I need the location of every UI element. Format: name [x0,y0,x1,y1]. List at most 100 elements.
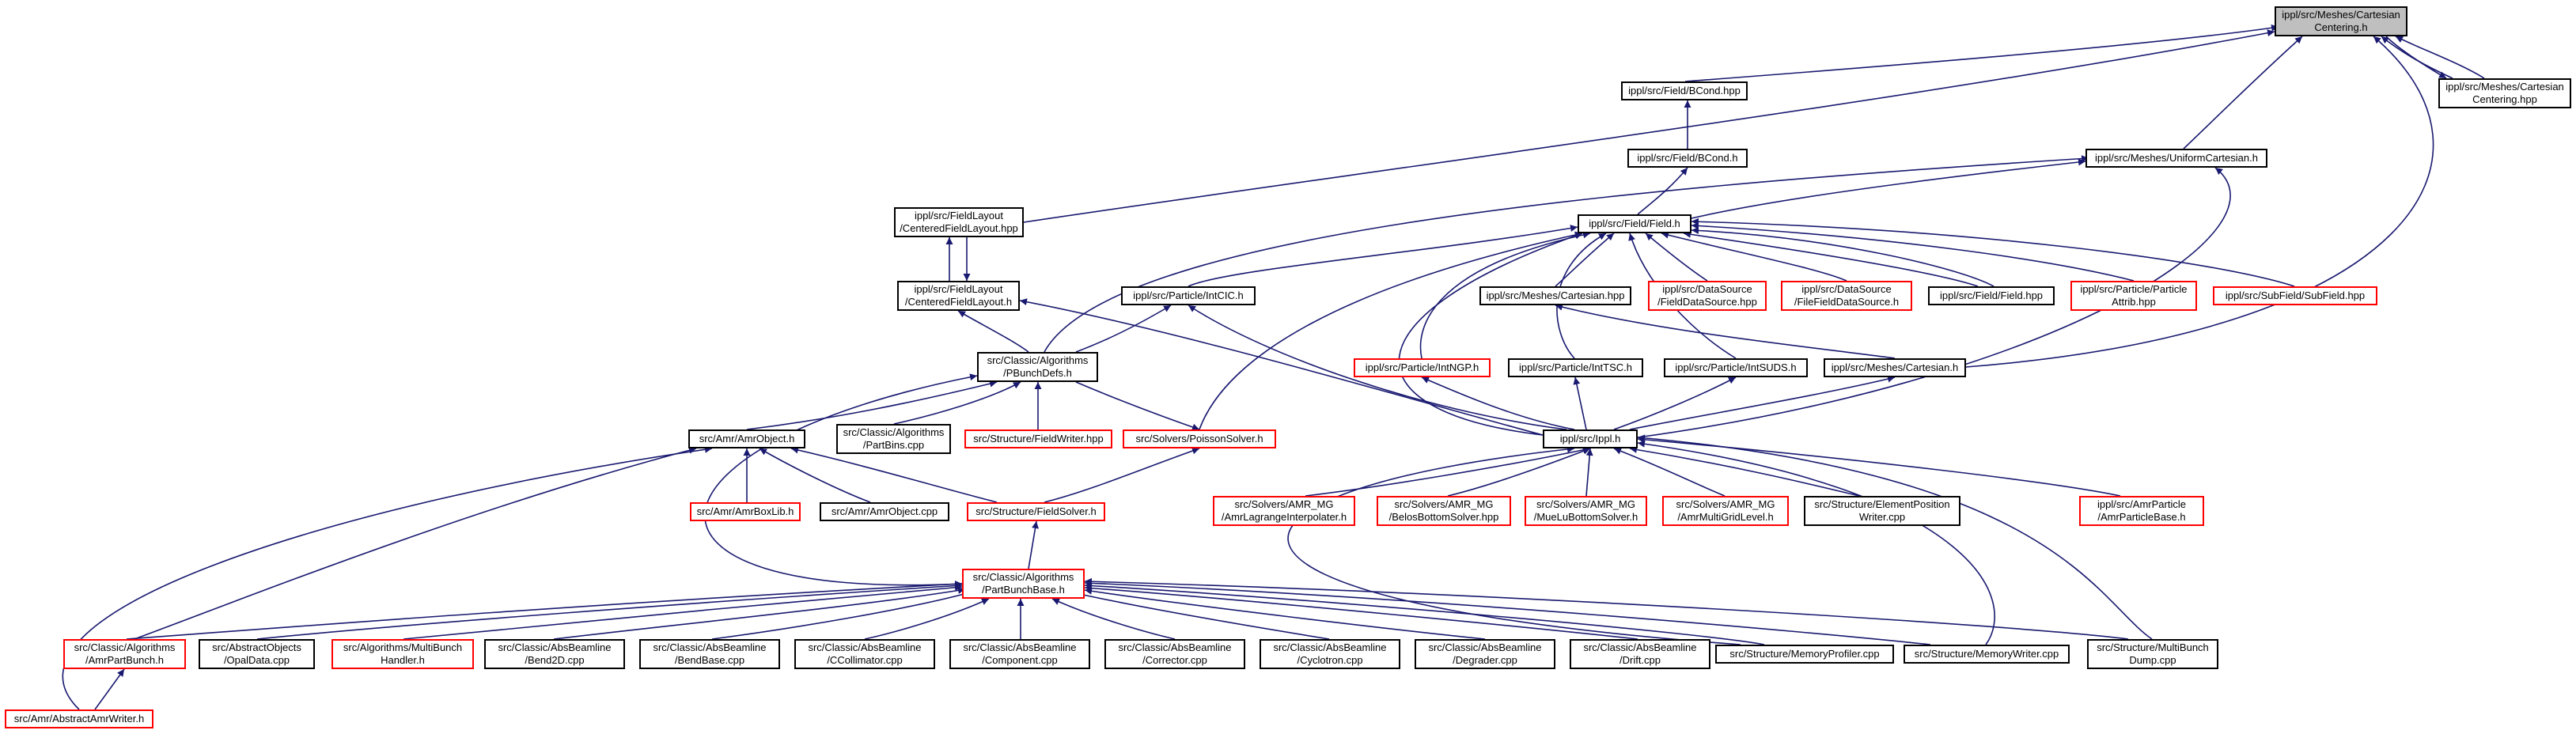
node-belosbottomsolver-hpp[interactable]: src/Solvers/AMR_MG/BelosBottomSolver.hpp [1377,496,1511,526]
node-centeredfieldlayout-hpp[interactable]: ippl/src/FieldLayout/CenteredFieldLayout… [894,207,1024,237]
node-intngp-h[interactable]: ippl/src/Particle/IntNGP.h [1354,358,1491,377]
node-label: src/Amr/AmrBoxLib.h [696,505,794,517]
node-degrader-cpp[interactable]: src/Classic/AbsBeamline/Degrader.cpp [1415,639,1555,669]
e-bend2d-pbb [553,587,966,640]
node-label: /FieldDataSource.hpp [1657,296,1757,308]
node-label: Writer.cpp [1858,511,1906,523]
node-intcic-h[interactable]: ippl/src/Particle/IntCIC.h [1121,286,1256,305]
e-cart-field [1555,233,1615,287]
node-label: Handler.h [381,654,425,666]
node-label: src/Classic/AbsBeamline [653,641,767,653]
e-amro-pbd [746,380,998,430]
node-ippl-h[interactable]: ippl/src/Ippl.h [1543,429,1638,448]
e-fsol-pois [1044,447,1200,503]
e-ippl-tsc [1573,376,1587,430]
node-corrector-cpp[interactable]: src/Classic/AbsBeamline/Corrector.cpp [1104,639,1245,669]
node-label: ippl/src/Meshes/Cartesian [2445,81,2564,93]
node-amrmultigridlevel-h[interactable]: src/Solvers/AMR_MG/AmrMultiGridLevel.h [1662,496,1789,526]
node-fieldsolver-h[interactable]: src/Structure/FieldSolver.h [967,502,1105,521]
e-ippl-field [1398,232,1583,436]
e-epw-ippl [1629,446,1860,497]
node-fielddatasource-hpp[interactable]: ippl/src/DataSource/FieldDataSource.hpp [1648,281,1767,311]
node-label: ippl/src/SubField/SubField.hpp [2225,289,2366,301]
e-amrpb-pbb [126,580,963,640]
node-label: /FileFieldDataSource.h [1794,296,1900,308]
node-bendbase-cpp[interactable]: src/Classic/AbsBeamline/BendBase.cpp [639,639,780,669]
node-amrobject-cpp[interactable]: src/Amr/AmrObject.cpp [820,502,949,521]
e-cic-field [1188,225,1578,287]
node-cartesian-h[interactable]: ippl/src/Meshes/Cartesian.h [1824,358,1966,377]
node-label: ippl/src/Field/BCond.h [1637,152,1738,164]
node-field-h[interactable]: ippl/src/Field/Field.h [1578,214,1691,233]
e-pbd-uc [1044,155,2089,353]
node-label: src/Structure/MemoryProfiler.cpp [1729,648,1880,660]
node-intsuds-h[interactable]: ippl/src/Particle/IntSUDS.h [1664,358,1808,377]
node-ccollimator-cpp[interactable]: src/Classic/AbsBeamline/CCollimator.cpp [794,639,935,669]
node-abstractamrwriter-h[interactable]: src/Amr/AbstractAmrWriter.h [5,709,153,728]
node-label: ippl/src/Field/Field.hpp [1939,289,2044,301]
node-label: /PartBunchBase.h [982,584,1065,596]
e-fhpp-field2 [1691,226,1995,287]
node-partbins-cpp[interactable]: src/Classic/Algorithms/PartBins.cpp [836,424,951,454]
node-label: ippl/src/Particle/IntCIC.h [1133,289,1244,301]
node-bcond-h[interactable]: ippl/src/Field/BCond.h [1627,149,1748,168]
node-muelubottomsolver-h[interactable]: src/Solvers/AMR_MG/MueLuBottomSolver.h [1525,496,1647,526]
node-label: Attrib.hpp [2112,296,2156,308]
node-component-cpp[interactable]: src/Classic/AbsBeamline/Component.cpp [949,639,1090,669]
node-label: ippl/src/DataSource [1801,283,1892,295]
e-mprof-pbb [1084,582,1765,645]
node-label: src/Solvers/PoissonSolver.h [1135,433,1263,445]
node-subfield-hpp[interactable]: ippl/src/SubField/SubField.hpp [2213,286,2377,305]
node-memorywriter-cpp[interactable]: src/Structure/MemoryWriter.cpp [1904,645,2070,664]
node-poissonsolver-h[interactable]: src/Solvers/PoissonSolver.h [1123,429,1276,448]
e-pbb-fsol [1028,520,1039,569]
node-amrparticlebase-h[interactable]: ippl/src/AmrParticle/AmrParticleBase.h [2079,496,2204,526]
e-ngp-field [1419,231,1591,359]
node-label: ippl/src/AmrParticle [2097,498,2186,510]
node-cyclotron-cpp[interactable]: src/Classic/AbsBeamline/Cyclotron.cpp [1260,639,1400,669]
e-aaw-amrpb [94,668,125,710]
node-memoryprofiler-cpp[interactable]: src/Structure/MemoryProfiler.cpp [1715,645,1894,664]
node-label: Centering.h [2314,21,2368,33]
e-ccol-pbb [864,598,990,640]
e-cch-root2 [2395,36,2485,79]
node-label: /CenteredFieldLayout.hpp [900,222,1018,234]
node-drift-cpp[interactable]: src/Classic/AbsBeamline/Drift.cpp [1570,639,1710,669]
node-cartesian-hpp[interactable]: ippl/src/Meshes/Cartesian.hpp [1479,286,1631,305]
node-bend2d-cpp[interactable]: src/Classic/AbsBeamline/Bend2D.cpp [484,639,625,669]
node-filefielddatasource-h[interactable]: ippl/src/DataSource/FileFieldDataSource.… [1781,281,1912,311]
e-ippl-ngp [1421,376,1575,430]
e-carth-cart [1555,303,1896,359]
node-field-hpp[interactable]: ippl/src/Field/Field.hpp [1928,286,2055,305]
node-label: src/Classic/AbsBeamline [1273,641,1387,653]
node-amrpartbunch-h[interactable]: src/Classic/Algorithms/AmrPartBunch.h [63,639,186,669]
node-pbunchdefs-h[interactable]: src/Classic/Algorithms/PBunchDefs.h [977,352,1098,382]
node-partbunchbase-h[interactable]: src/Classic/Algorithms/PartBunchBase.h [962,569,1085,599]
node-amrlagrangeinterpolater-h[interactable]: src/Solvers/AMR_MG/AmrLagrangeInterpolat… [1213,496,1355,526]
node-centeredfieldlayout-h[interactable]: ippl/src/FieldLayout/CenteredFieldLayout… [897,281,1020,311]
e-muelu-ippl [1585,448,1593,497]
e-belos-ippl [1447,448,1591,497]
node-label: src/Classic/Algorithms [74,641,176,653]
node-amrboxlib-h[interactable]: src/Amr/AmrBoxLib.h [690,502,801,521]
node-inttsc-h[interactable]: ippl/src/Particle/IntTSC.h [1508,358,1643,377]
node-opaldata-cpp[interactable]: src/AbstractObjects/OpalData.cpp [199,639,315,669]
e-bch-root [1684,24,2279,82]
e-ppa-field [1691,222,2135,282]
node-label: ippl/src/FieldLayout [915,210,1003,221]
node-uniformcartesian-h[interactable]: ippl/src/Meshes/UniformCartesian.h [2085,149,2267,168]
node-label: ippl/src/Particle/Particle [2080,283,2188,295]
node-fieldwriter-hpp[interactable]: src/Structure/FieldWriter.hpp [964,429,1112,448]
e-dsff-field [1661,231,1847,282]
node-label: /Component.cpp [982,654,1058,666]
node-label: /Degrader.cpp [1453,654,1517,666]
node-label: /BendBase.cpp [674,654,745,666]
node-amrobject-h[interactable]: src/Amr/AmrObject.h [688,429,805,448]
e-ippl-cfl [1019,298,1544,436]
node-bcond-hpp[interactable]: ippl/src/Field/BCond.hpp [1621,81,1748,100]
